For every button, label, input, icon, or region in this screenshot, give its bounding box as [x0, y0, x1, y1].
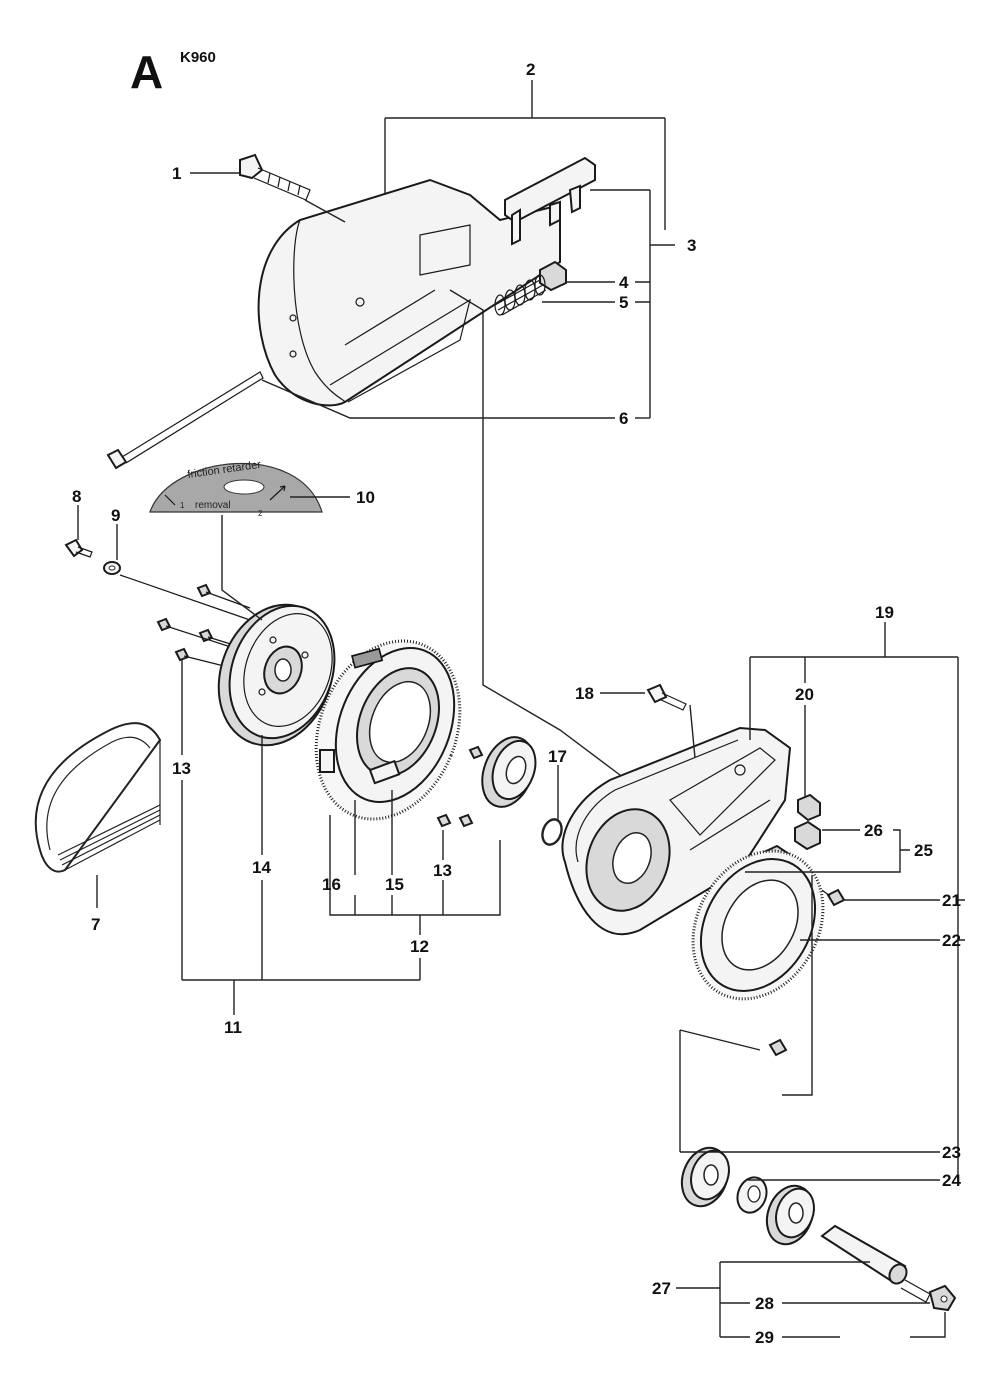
callout-27: 27 [652, 1279, 671, 1298]
nut-part-20 [797, 793, 821, 822]
small-screws-part-13 [156, 583, 214, 662]
friction-ring-assembly [314, 639, 462, 821]
nut-part-26 [794, 820, 821, 851]
callout-7: 7 [91, 915, 100, 934]
callout-3: 3 [687, 236, 696, 255]
friction-retarder-decal-part-10: friction retarder removal 1 2 [149, 459, 323, 518]
callout-13-right: 13 [433, 861, 452, 880]
o-ring-part-17 [541, 818, 563, 846]
callout-13-left: 13 [172, 759, 191, 778]
callout-29: 29 [755, 1328, 774, 1347]
diagram-title: A K960 [130, 46, 216, 98]
title-letter: A [130, 46, 163, 98]
friction-pad-part-15 [368, 759, 401, 785]
callout-1: 1 [172, 164, 181, 183]
bearing-part-23b [765, 1184, 815, 1246]
callout-4: 4 [619, 273, 629, 292]
screw-part-8 [64, 538, 93, 558]
bearing-part-23 [680, 1146, 730, 1208]
callout-12: 12 [410, 937, 429, 956]
leader-lines [77, 80, 965, 1338]
ring-plate-part-22 [691, 849, 825, 1001]
clutch-cover-part-19 [561, 726, 792, 936]
callout-26: 26 [864, 821, 883, 840]
bolt-part-1 [239, 153, 311, 201]
decal-step-1: 1 [180, 501, 185, 510]
belt-pulley-part-14 [217, 603, 336, 747]
callout-15: 15 [385, 875, 404, 894]
spacer-part-24 [736, 1176, 768, 1214]
bolt-part-28 [900, 1279, 957, 1312]
spring-part-5 [494, 274, 547, 316]
screw-part-18 [646, 683, 687, 711]
long-bolt-part-6 [106, 371, 264, 470]
callout-24: 24 [942, 1171, 961, 1190]
callout-25: 25 [914, 841, 933, 860]
decal-subtitle: removal [195, 500, 231, 511]
callout-9: 9 [111, 506, 120, 525]
belt-guard-assembly [106, 153, 596, 470]
drive-belt-part-7 [34, 722, 162, 873]
callout-2: 2 [526, 60, 535, 79]
callout-6: 6 [619, 409, 628, 428]
callout-17: 17 [548, 747, 567, 766]
decal-step-2: 2 [258, 509, 263, 518]
callout-14: 14 [252, 858, 271, 877]
tension-plate-part-3 [504, 156, 596, 246]
callout-16: 16 [322, 875, 341, 894]
shaft-part-27 [820, 1224, 908, 1285]
title-model: K960 [180, 49, 216, 66]
callout-22: 22 [942, 931, 961, 950]
callout-11: 11 [224, 1018, 242, 1037]
callout-21: 21 [942, 891, 961, 910]
callout-18: 18 [575, 684, 594, 703]
callout-19: 19 [875, 603, 894, 622]
callout-20: 20 [795, 685, 814, 704]
screw-lower-part-21 [768, 1038, 788, 1057]
callout-5: 5 [619, 293, 628, 312]
callout-labels: 1 2 3 4 5 6 7 8 9 10 11 12 13 13 14 15 1… [72, 60, 961, 1347]
friction-shoe-part-16 [319, 749, 335, 773]
belt-guard [257, 178, 561, 407]
callout-10: 10 [356, 488, 375, 507]
screw-part-21 [821, 888, 846, 907]
callout-28: 28 [755, 1294, 774, 1313]
seal-housing [436, 736, 537, 828]
callout-23: 23 [942, 1143, 961, 1162]
square-nut-part-4 [539, 260, 567, 292]
callout-8: 8 [72, 487, 81, 506]
